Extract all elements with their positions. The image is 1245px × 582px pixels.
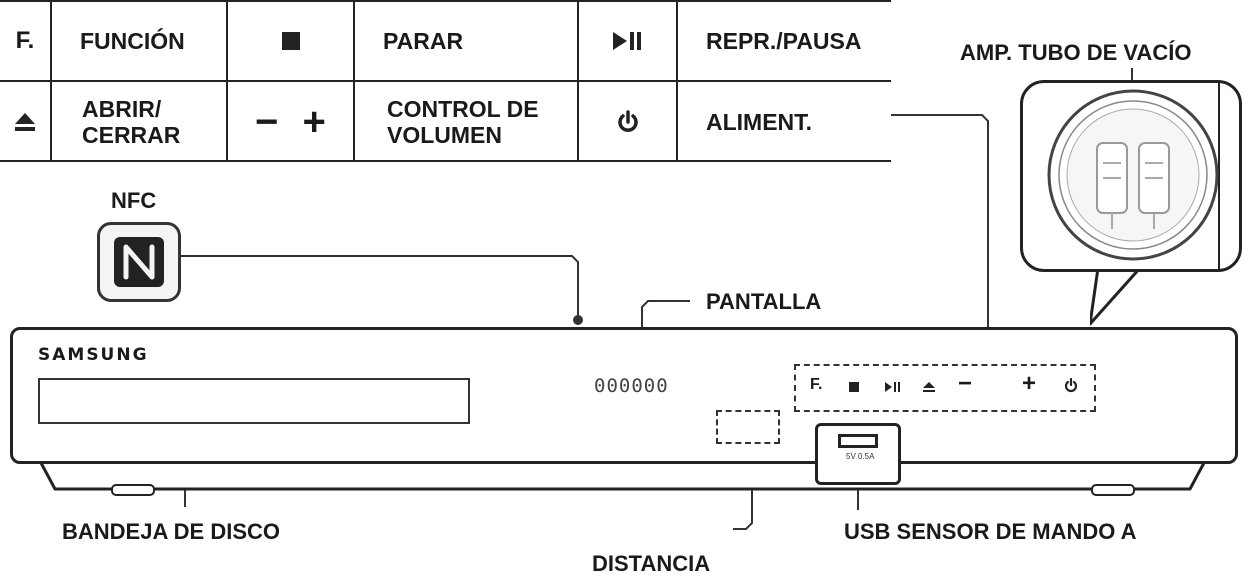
legend-volume-label-line2: VOLUMEN — [387, 122, 502, 148]
power-icon — [617, 110, 638, 132]
panel-power-button[interactable] — [1064, 377, 1078, 398]
legend-play-pause-symbol — [579, 2, 676, 80]
buttons-leader — [891, 114, 989, 355]
stop-icon — [281, 32, 300, 50]
usb-port[interactable] — [815, 423, 901, 485]
play-pause-icon — [885, 382, 900, 392]
play-pause-icon — [612, 32, 641, 50]
legend-eject-label-line2: CERRAR — [82, 122, 181, 148]
panel-volume-up-button[interactable]: + — [1022, 370, 1037, 397]
legend-stop-label: PARAR — [383, 27, 464, 54]
legend-eject-label-line1: ABRIR/ — [82, 95, 162, 122]
zoom-pointer — [1090, 268, 1142, 326]
legend-function-label: FUNCIÓN — [80, 27, 185, 54]
nfc-icon — [97, 222, 181, 302]
panel-eject-button[interactable] — [922, 380, 936, 398]
usb-slot — [838, 434, 878, 448]
panel-buttons-group — [794, 364, 1096, 412]
nfc-point — [573, 315, 583, 325]
legend-volume-label: CONTROL DE VOLUMEN — [355, 82, 577, 162]
disc-tray — [38, 378, 470, 424]
minus-icon: − — [255, 100, 279, 144]
nfc-logo-icon — [114, 237, 164, 287]
usb-sensor-label: USB SENSOR DE MANDO A — [844, 519, 1137, 544]
panel-function-button[interactable]: F. — [810, 376, 823, 393]
front-display: 000000 — [594, 375, 669, 397]
panel-volume-down-button[interactable]: − — [958, 370, 973, 397]
brand-logo: SAMSUNG — [38, 345, 149, 365]
eject-icon — [15, 113, 35, 131]
panel-stop-button[interactable] — [848, 380, 860, 398]
tube-amp-label: AMP. TUBO DE VACÍO — [960, 40, 1192, 65]
disc-tray-label: BANDEJA DE DISCO — [62, 519, 280, 544]
legend-volume-symbol: − + — [228, 82, 353, 162]
legend-play-pause-label: REPR./PAUSA — [706, 27, 862, 54]
legend-eject-symbol — [0, 82, 50, 162]
eject-icon — [923, 382, 935, 392]
power-icon — [1064, 377, 1078, 393]
distance-label: DISTANCIA — [592, 551, 711, 576]
button-legend-table: F. FUNCIÓN PARAR REPR./PAUSA ABRIR/ CERR… — [0, 0, 891, 162]
nfc-leader — [181, 255, 579, 320]
legend-eject-label: ABRIR/ CERRAR — [52, 82, 226, 162]
remote-sensor — [716, 410, 780, 444]
legend-stop-symbol — [228, 2, 353, 80]
display-label: PANTALLA — [706, 289, 822, 314]
usb-rating: 5V 0.5A — [846, 452, 875, 461]
panel-play-pause-button[interactable] — [884, 380, 902, 398]
stop-icon — [849, 382, 859, 392]
legend-function-symbol: F. — [0, 2, 50, 80]
legend-row-divider — [0, 80, 891, 82]
vacuum-tube-icon — [1047, 83, 1220, 269]
tube-amp-zoom — [1020, 80, 1242, 272]
function-glyph: F. — [15, 27, 35, 55]
legend-volume-label-line1: CONTROL DE — [387, 95, 539, 122]
legend-power-symbol — [579, 82, 676, 162]
plus-icon: + — [302, 100, 326, 144]
nfc-label: NFC — [111, 188, 157, 213]
legend-power-label: ALIMENT. — [706, 108, 813, 135]
